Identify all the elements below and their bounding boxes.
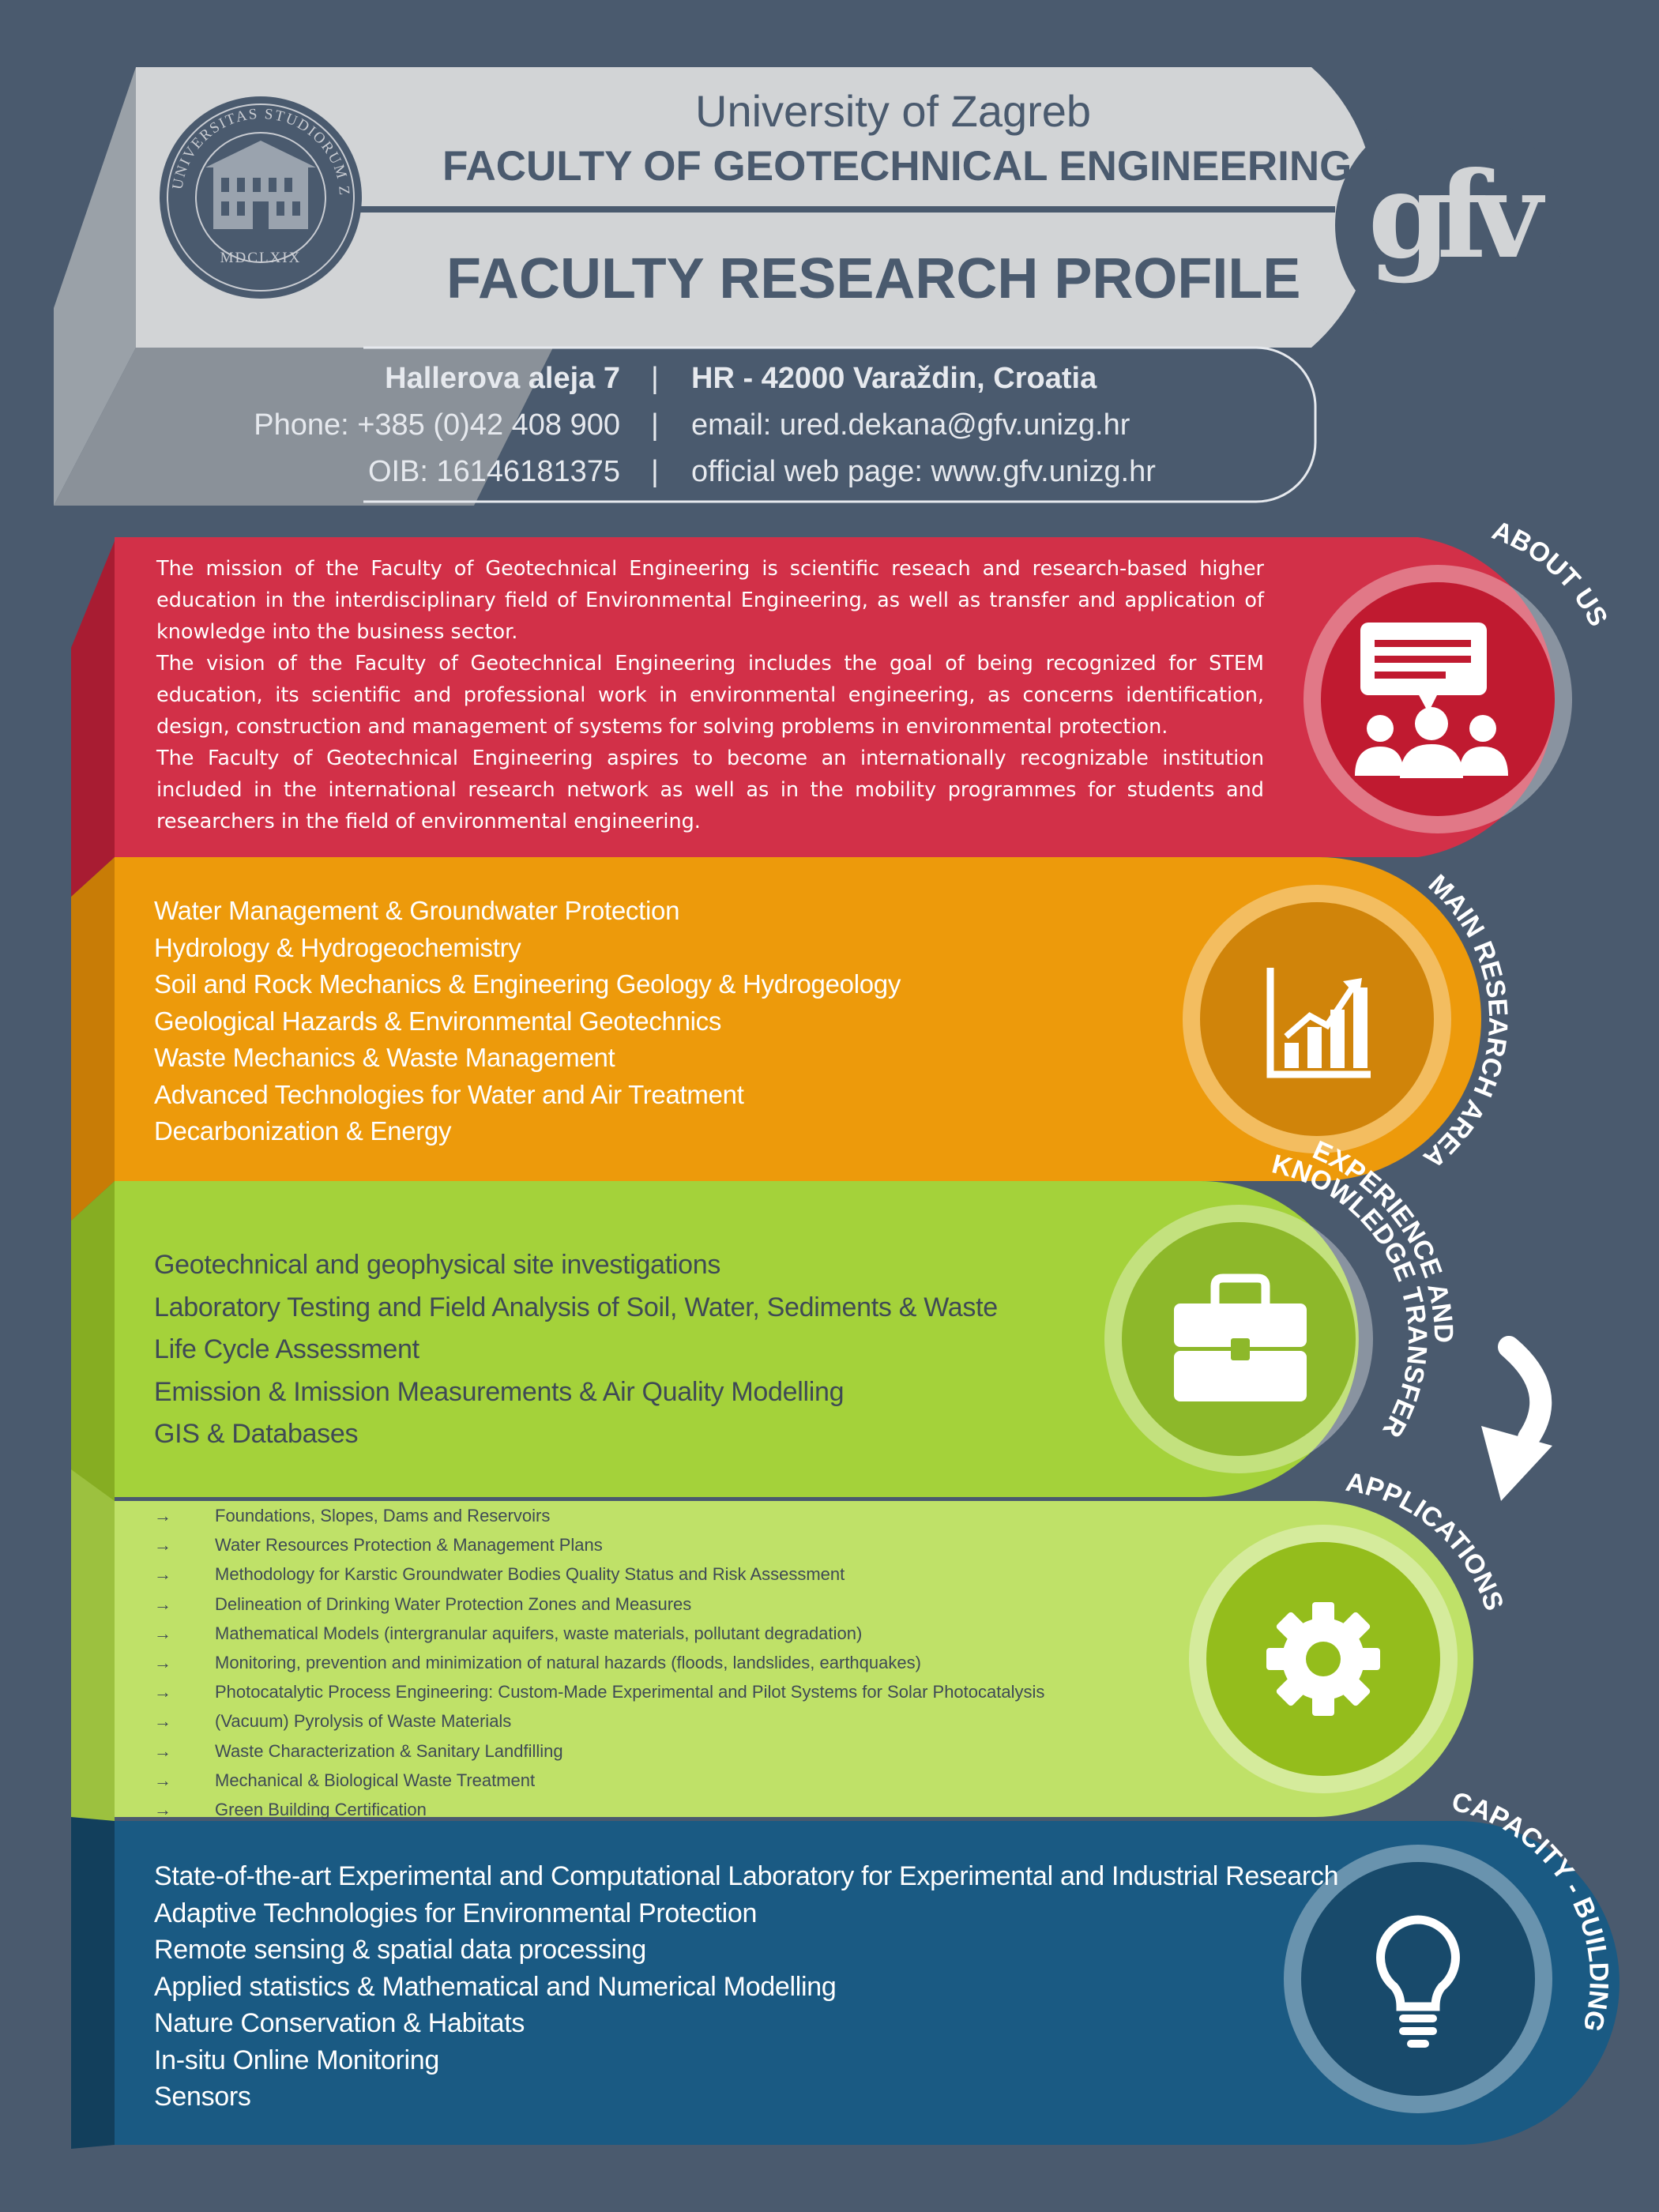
list-item: Hydrology & Hydrogeochemistry (154, 932, 521, 962)
list-item: Waste Mechanics & Waste Management (154, 1043, 615, 1072)
faculty-name: FACULTY OF GEOTECHNICAL ENGINEERING (442, 143, 1352, 190)
list-item: →(Vacuum) Pyrolysis of Waste Materials (154, 1706, 1044, 1736)
list-item: In-situ Online Monitoring (154, 2045, 440, 2075)
applications-list: →Foundations, Slopes, Dams and Reservoir… (154, 1501, 1044, 1824)
list-item: →Green Building Certification (154, 1795, 1044, 1824)
svg-text:MDCLXIX: MDCLXIX (220, 250, 302, 266)
list-item: →Delineation of Drinking Water Protectio… (154, 1589, 1044, 1619)
list-item: →Monitoring, prevention and minimization… (154, 1648, 1044, 1677)
faculty-logo: gfv (1335, 111, 1564, 340)
separator: | (651, 362, 659, 395)
phone: Phone: +385 (0)42 408 900 (254, 408, 620, 442)
list-item: Sensors (154, 2082, 251, 2112)
list-item: Adaptive Technologies for Environmental … (154, 1898, 758, 1928)
list-item: Life Cycle Assessment (154, 1334, 419, 1364)
list-item: Decarbonization & Energy (154, 1116, 452, 1146)
address-street: Hallerova aleja 7 (385, 362, 620, 395)
arrow-icon: → (154, 1682, 171, 1702)
list-item: Geological Hazards & Environmental Geote… (154, 1006, 722, 1036)
list-item: →Water Resources Protection & Management… (154, 1530, 1044, 1559)
list-item: →Mathematical Models (intergranular aqui… (154, 1619, 1044, 1648)
list-item: Laboratory Testing and Field Analysis of… (154, 1292, 998, 1322)
lightbulb-icon (1376, 1915, 1460, 2048)
research-list: Water Management & Groundwater Protectio… (154, 893, 901, 1150)
mission-paragraph: The mission of the Faculty of Geotechnic… (156, 557, 1264, 644)
email[interactable]: email: ured.dekana@gfv.unizg.hr (691, 408, 1130, 442)
arrow-icon: → (154, 1535, 171, 1556)
list-item: →Photocatalytic Process Engineering: Cus… (154, 1677, 1044, 1706)
list-item: →Methodology for Karstic Groundwater Bod… (154, 1559, 1044, 1589)
list-item: Remote sensing & spatial data processing (154, 1935, 647, 1965)
arrow-icon: → (154, 1711, 171, 1732)
separator: | (651, 455, 659, 488)
about-text: The mission of the Faculty of Geotechnic… (156, 553, 1264, 837)
arrow-icon: → (154, 1593, 171, 1614)
website[interactable]: official web page: www.gfv.unizg.hr (691, 455, 1156, 488)
vision-paragraph: The vision of the Faculty of Geotechnica… (156, 652, 1264, 739)
list-item: Geotechnical and geophysical site invest… (154, 1250, 721, 1280)
experience-list: Geotechnical and geophysical site invest… (154, 1244, 998, 1456)
list-item: GIS & Databases (154, 1419, 359, 1449)
list-item: Emission & Imission Measurements & Air Q… (154, 1376, 845, 1407)
list-item: Soil and Rock Mechanics & Engineering Ge… (154, 969, 901, 999)
arrow-icon: → (154, 1623, 171, 1643)
list-item: Water Management & Groundwater Protectio… (154, 896, 680, 925)
aspiration-paragraph: The Faculty of Geotechnical Engineering … (156, 747, 1264, 833)
curved-arrow-icon (1481, 1336, 1552, 1501)
list-item: Advanced Technologies for Water and Air … (154, 1079, 744, 1109)
header-banner-side (54, 67, 136, 506)
arrow-icon: → (154, 1800, 171, 1820)
list-item: Nature Conservation & Habitats (154, 2008, 525, 2038)
oib: OIB: 16146181375 (367, 455, 620, 488)
list-item: →Mechanical & Biological Waste Treatment (154, 1766, 1044, 1795)
arrow-icon: → (154, 1506, 171, 1525)
capacity-list: State-of-the-art Experimental and Comput… (154, 1858, 1339, 2116)
arrow-icon: → (154, 1653, 171, 1673)
list-item: →Foundations, Slopes, Dams and Reservoir… (154, 1501, 1044, 1530)
gear-icon (1266, 1602, 1380, 1716)
chat-people-icon (1355, 623, 1508, 778)
list-item: State-of-the-art Experimental and Comput… (154, 1861, 1339, 1891)
list-item: →Waste Characterization & Sanitary Landf… (154, 1736, 1044, 1766)
address-city: HR - 42000 Varaždin, Croatia (691, 362, 1097, 395)
bar-chart-icon (1266, 968, 1371, 1078)
briefcase-icon (1174, 1273, 1307, 1401)
list-item: Applied statistics & Mathematical and Nu… (154, 1971, 837, 2002)
separator: | (651, 408, 659, 442)
university-name: University of Zagreb (695, 86, 1092, 136)
arrow-icon: → (154, 1770, 171, 1790)
svg-text:gfv: gfv (1368, 146, 1545, 285)
arrow-icon: → (154, 1564, 171, 1585)
arrow-icon: → (154, 1740, 171, 1761)
university-seal: UNIVERSITAS STUDIORUM ZAGRABIENSIS MDCLX… (158, 95, 362, 299)
page-title: FACULTY RESEARCH PROFILE (446, 247, 1301, 310)
